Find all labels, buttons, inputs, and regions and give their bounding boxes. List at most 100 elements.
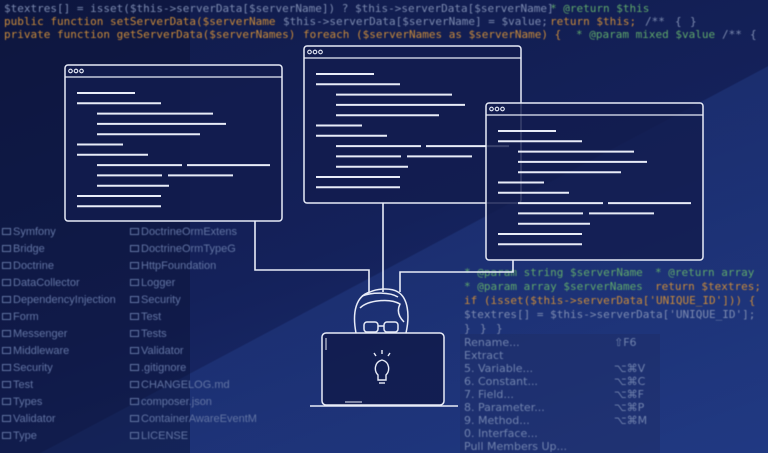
- code-line: }: [690, 15, 697, 28]
- code-line: {: [675, 15, 682, 28]
- file-tree-item: ContainerAwareEventM: [130, 413, 257, 426]
- file-tree-item: DataCollector: [2, 277, 80, 290]
- folder-icon: [2, 279, 11, 286]
- folder-icon: [130, 432, 139, 439]
- file-tree-label: Form: [13, 311, 39, 323]
- connector-line: [399, 260, 514, 292]
- file-tree-label: Messenger: [13, 328, 68, 340]
- code-line: }: [464, 322, 471, 335]
- file-tree-label: composer.json: [141, 396, 212, 408]
- folder-icon: [130, 381, 139, 388]
- menu-item-shortcut: ⇧F6: [614, 336, 637, 349]
- folder-icon: [130, 364, 139, 371]
- menu-item: 8. Parameter... ⌥⌘P: [464, 401, 654, 414]
- file-tree-label: LICENSE: [141, 430, 189, 442]
- folder-icon: [130, 398, 139, 405]
- file-tree-item: LICENSE: [130, 430, 188, 443]
- file-tree-item: Validator: [130, 345, 184, 358]
- menu-item-shortcut: ⌥⌘F: [614, 388, 645, 401]
- code-line: }: [496, 322, 503, 335]
- bulb: [374, 359, 390, 381]
- folder-icon: [130, 330, 139, 337]
- developer-icon: [353, 288, 409, 334]
- code-line: $textres[] = $this->serverData['UNIQUE_I…: [464, 308, 756, 321]
- file-tree-label: Test: [141, 311, 162, 323]
- file-tree-label: HttpFoundation: [141, 260, 217, 272]
- folder-icon: [2, 296, 11, 303]
- code-line: /**: [722, 28, 742, 41]
- file-tree-label: .gitignore: [141, 362, 187, 374]
- menu-item-label: 0. Interface...: [464, 427, 538, 440]
- file-tree-item: Types: [2, 396, 42, 409]
- file-tree-item: Symfony: [2, 226, 56, 239]
- folder-icon: [130, 296, 139, 303]
- file-tree-label: DependencyInjection: [13, 294, 116, 306]
- code-window-center: [303, 45, 522, 204]
- connector-line: [254, 221, 370, 292]
- file-tree-label: Test: [13, 379, 34, 391]
- folder-icon: [2, 364, 11, 371]
- folder-icon: [130, 245, 139, 252]
- file-tree-label: Logger: [141, 277, 176, 289]
- window-frame: [64, 64, 283, 222]
- menu-item-label: 7. Field...: [464, 388, 514, 401]
- code-line: $this->serverData[$serverName] = $value;: [283, 15, 548, 28]
- file-tree-label: DataCollector: [13, 277, 80, 289]
- menu-item-shortcut: ⌥⌘C: [614, 375, 646, 388]
- file-tree-item: Doctrine: [2, 260, 54, 273]
- hair-outline: [353, 288, 409, 334]
- folder-icon: [130, 228, 139, 235]
- file-tree-item: Test: [130, 311, 161, 324]
- menu-item-label: Rename...: [464, 336, 520, 349]
- folder-icon: [2, 313, 11, 320]
- window-control-dot-icon: [73, 68, 79, 74]
- file-tree-label: CHANGELOG.md: [141, 379, 230, 391]
- file-tree-item: Security: [2, 362, 53, 375]
- bulb-ray: [373, 352, 377, 357]
- menu-item-label: Extract: [464, 349, 504, 362]
- code-line: * @param string $serverName: [464, 266, 643, 279]
- file-tree-item: Logger: [130, 277, 175, 290]
- code-line: * @return array: [655, 266, 755, 279]
- file-tree-label: DoctrineOrmTypeG: [141, 243, 236, 255]
- menu-item-label: 8. Parameter...: [464, 401, 545, 414]
- code-line: {: [750, 28, 757, 41]
- file-tree-label: Bridge: [13, 243, 45, 255]
- file-tree-item: HttpFoundation: [130, 260, 216, 273]
- file-tree-item: CHANGELOG.md: [130, 379, 230, 392]
- folder-icon: [2, 398, 11, 405]
- menu-item: 9. Method...⌥⌘M: [464, 414, 654, 427]
- hairline: [359, 299, 405, 323]
- file-tree-item: Type: [2, 430, 37, 443]
- file-tree-label: Security: [13, 362, 53, 374]
- folder-icon: [2, 381, 11, 388]
- window-control-dot-icon: [68, 68, 73, 74]
- file-tree-label: Type: [13, 430, 37, 442]
- file-tree-item: Security: [130, 294, 181, 307]
- blurred-refactor-menu-panel: [460, 334, 660, 453]
- code-line: $textres[] = isset($this->serverData[$se…: [4, 2, 554, 15]
- folder-icon: [2, 415, 11, 422]
- code-window-right: [485, 102, 704, 261]
- window-control-dot-icon: [489, 106, 494, 112]
- file-tree-item: Form: [2, 311, 39, 324]
- folder-icon: [130, 347, 139, 354]
- menu-item-shortcut: ⌥⌘P: [614, 401, 645, 414]
- code-line: /**: [645, 15, 665, 28]
- file-tree-label: Doctrine: [13, 260, 54, 272]
- file-tree-item: Test: [2, 379, 33, 392]
- file-tree-item: .gitignore: [130, 362, 186, 375]
- file-tree-label: Middleware: [13, 345, 70, 357]
- file-tree-item: Messenger: [2, 328, 67, 341]
- folder-icon: [2, 347, 11, 354]
- code-line: private function getServerData($serverNa…: [4, 28, 296, 41]
- file-tree-label: Validator: [141, 345, 184, 357]
- file-tree-item: Validator: [2, 413, 56, 426]
- file-tree-item: DoctrineOrmExtens: [130, 226, 237, 239]
- file-tree-label: DoctrineOrmExtens: [141, 226, 237, 238]
- code-line: if (isset($this->serverData['UNIQUE_ID']…: [464, 294, 756, 307]
- folder-icon: [2, 228, 11, 235]
- window-control-dot-icon: [312, 49, 318, 55]
- file-tree-label: Security: [141, 294, 181, 306]
